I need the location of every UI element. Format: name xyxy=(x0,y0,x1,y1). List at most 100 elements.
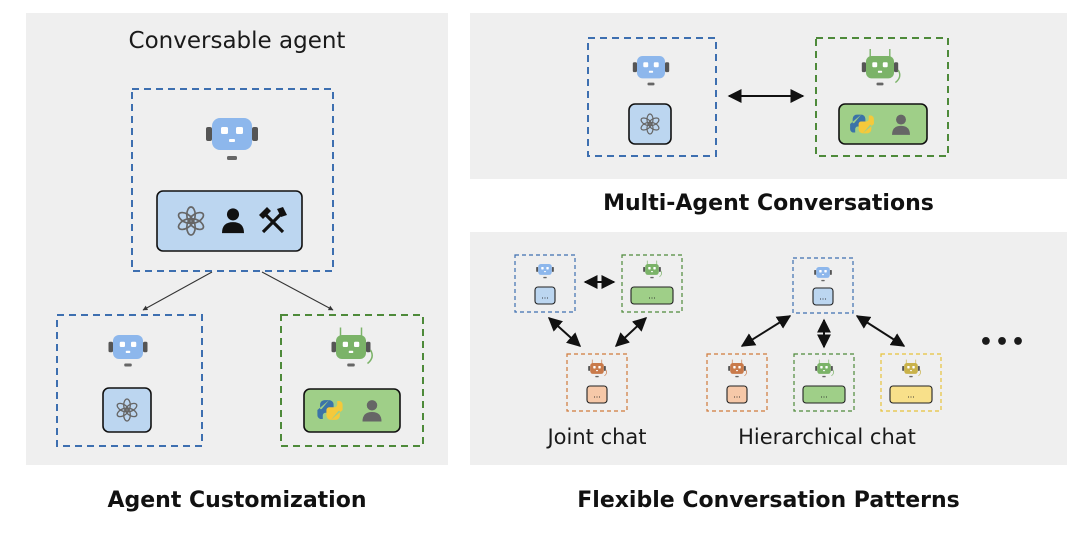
robot-wire xyxy=(918,369,921,377)
robot-head xyxy=(113,335,143,359)
chip-box xyxy=(889,385,933,404)
human-head xyxy=(226,208,240,221)
joint-green-agent-robot xyxy=(643,260,662,279)
robot-ear xyxy=(551,267,554,272)
robot-eye xyxy=(593,366,596,369)
robot-head xyxy=(538,264,552,275)
robot-mouth xyxy=(821,274,825,276)
human-body xyxy=(892,125,910,135)
robot-eye xyxy=(342,341,348,347)
robot-ear xyxy=(665,62,670,73)
robot-mouth xyxy=(877,70,883,73)
robot-ear xyxy=(861,62,866,73)
robot-eye xyxy=(824,270,827,273)
robot-neck xyxy=(735,375,739,378)
hier-yellow-agent-box xyxy=(880,353,942,412)
blue-agent-box xyxy=(56,314,203,447)
joint-green-agent-chip: ... xyxy=(630,286,674,305)
robot-eye xyxy=(236,127,243,134)
chip-text: ... xyxy=(541,291,549,301)
hierarchical-chat-label: Hierarchical chat xyxy=(738,425,916,449)
robot-wire xyxy=(659,270,662,278)
robot-eye xyxy=(643,62,649,68)
robot-ear xyxy=(902,366,905,371)
python-icon xyxy=(850,114,874,134)
robot-ear xyxy=(728,366,731,371)
blue-agent-robot xyxy=(108,335,148,367)
robot-neck xyxy=(347,363,355,367)
robot-eye xyxy=(907,366,910,369)
conversable-agent-box xyxy=(131,88,334,272)
robot-neck xyxy=(124,363,132,367)
hier-green-agent-chip: ... xyxy=(802,385,846,404)
joint-orange-agent-robot xyxy=(588,359,607,378)
hier-arrow-right xyxy=(855,315,906,347)
robot-eye xyxy=(819,270,822,273)
joint-arrow-green-orange xyxy=(614,317,648,347)
robot-ear xyxy=(603,366,606,371)
openai-icon xyxy=(177,206,205,236)
robot-neck xyxy=(650,276,654,279)
joint-chat-label: Joint chat xyxy=(547,425,647,449)
robot-ear xyxy=(206,127,212,141)
robot-neck xyxy=(227,156,237,160)
robot-ear xyxy=(588,366,591,371)
robot-eye xyxy=(733,366,736,369)
pick-head xyxy=(259,207,271,219)
robot-eye xyxy=(546,267,549,270)
robot-eye xyxy=(541,267,544,270)
green-conversation-agent-box xyxy=(815,37,949,157)
robot-eye xyxy=(221,127,228,134)
conversation-patterns-panel xyxy=(470,232,1067,465)
human-body xyxy=(222,222,244,234)
robot-head xyxy=(866,56,894,79)
robot-head xyxy=(637,56,665,79)
hier-orange-agent-chip: ... xyxy=(726,385,748,404)
robot-mouth xyxy=(909,370,913,372)
robot-head xyxy=(212,118,252,150)
robot-ear xyxy=(536,267,539,272)
joint-blue-agent-box xyxy=(514,254,576,313)
robot-ear xyxy=(143,341,148,353)
hier-yellow-agent-robot xyxy=(902,359,921,378)
openai-petal xyxy=(116,402,129,413)
openai-icon xyxy=(116,398,138,422)
human-head xyxy=(366,400,378,411)
robot-eye xyxy=(882,62,888,68)
hier-blue-agent-box xyxy=(792,257,854,314)
joint-green-agent-box xyxy=(621,254,683,313)
robot-ear xyxy=(894,62,899,73)
human-body xyxy=(362,411,382,422)
robot-wire xyxy=(744,369,747,377)
robot-neck xyxy=(909,375,913,378)
robot-head xyxy=(730,363,744,374)
hier-blue-agent-robot xyxy=(814,267,832,282)
robot-neck xyxy=(595,375,599,378)
python-blue xyxy=(850,114,866,133)
multi-agent-conversations-caption: Multi-Agent Conversations xyxy=(603,191,934,216)
joint-orange-agent-chip: ... xyxy=(586,385,608,404)
robot-neck xyxy=(876,82,884,86)
blue-agent-capabilities xyxy=(102,387,152,433)
flexible-conversation-patterns-caption: Flexible Conversation Patterns xyxy=(577,488,960,513)
chip-box xyxy=(802,385,846,404)
agent-customization-caption: Agent Customization xyxy=(107,488,367,513)
more-patterns-ellipsis: ••• xyxy=(978,330,1028,355)
tools-icon xyxy=(259,207,287,234)
robot-ear xyxy=(252,127,258,141)
robot-mouth xyxy=(348,350,354,353)
joint-orange-agent-box xyxy=(566,353,628,412)
hier-yellow-agent-chip: ... xyxy=(889,385,933,404)
robot-mouth xyxy=(650,271,654,273)
robot-eye xyxy=(825,366,828,369)
chip-text: ... xyxy=(593,390,601,400)
conversable-agent-capabilities xyxy=(156,190,303,252)
robot-eye xyxy=(354,341,360,347)
robot-ear xyxy=(331,341,336,353)
openai-petal xyxy=(177,211,194,224)
blue-conversation-agent-box xyxy=(587,37,717,157)
pick-handle xyxy=(263,212,285,234)
python-icon xyxy=(317,400,343,420)
robot-neck xyxy=(821,279,825,282)
